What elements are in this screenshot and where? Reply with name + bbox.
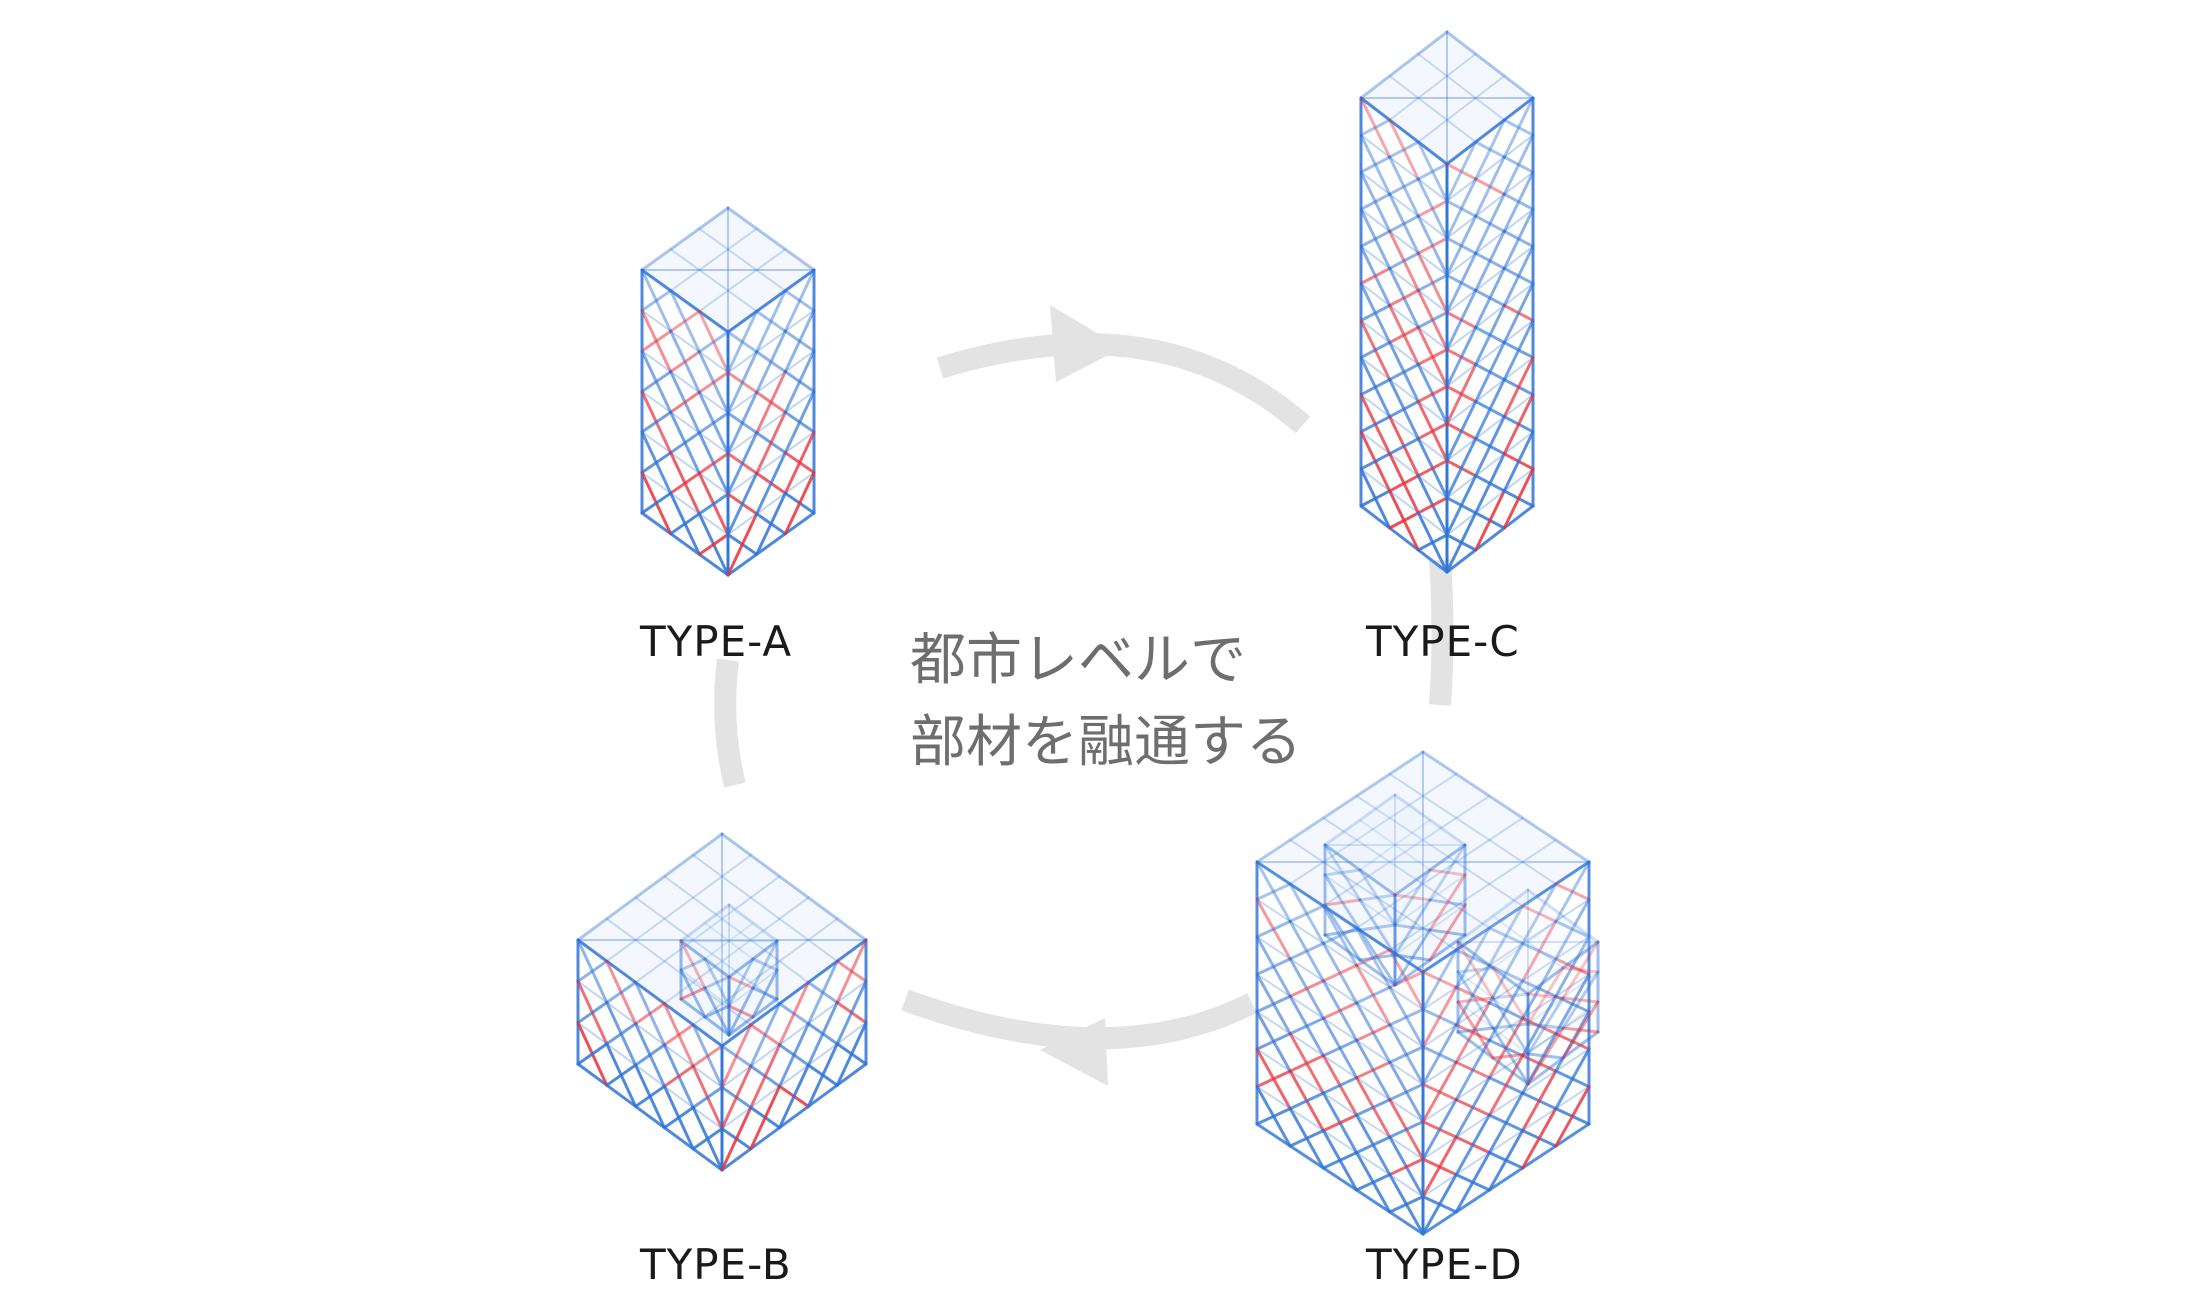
cycle-arc-top bbox=[936, 333, 1311, 434]
type-d-tower-right bbox=[1456, 888, 1600, 1086]
type-d-frame bbox=[1255, 750, 1591, 1236]
center-caption: 都市レベルで 部材を融通する bbox=[910, 620, 1302, 784]
cycle-arrowhead-bottom bbox=[1040, 1018, 1108, 1086]
type-d-tower-left bbox=[1323, 793, 1467, 987]
type-b-label: TYPE-B bbox=[640, 1240, 792, 1289]
type-b-frame bbox=[576, 832, 868, 1172]
type-a-label: TYPE-A bbox=[640, 617, 793, 666]
cycle-arrowhead-top bbox=[1050, 305, 1122, 382]
type-d-label: TYPE-D bbox=[1366, 1240, 1523, 1289]
center-caption-line1: 都市レベルで bbox=[910, 628, 1246, 693]
center-caption-line2: 部材を融通する bbox=[910, 710, 1302, 775]
type-b-inner bbox=[679, 903, 779, 1037]
type-c-label: TYPE-C bbox=[1366, 617, 1520, 666]
structure-frames bbox=[576, 30, 1600, 1236]
cycle-arc-left bbox=[714, 658, 746, 788]
type-a-frame bbox=[640, 206, 816, 577]
cycle-arc-right bbox=[1429, 559, 1454, 706]
type-c-frame bbox=[1359, 30, 1535, 574]
